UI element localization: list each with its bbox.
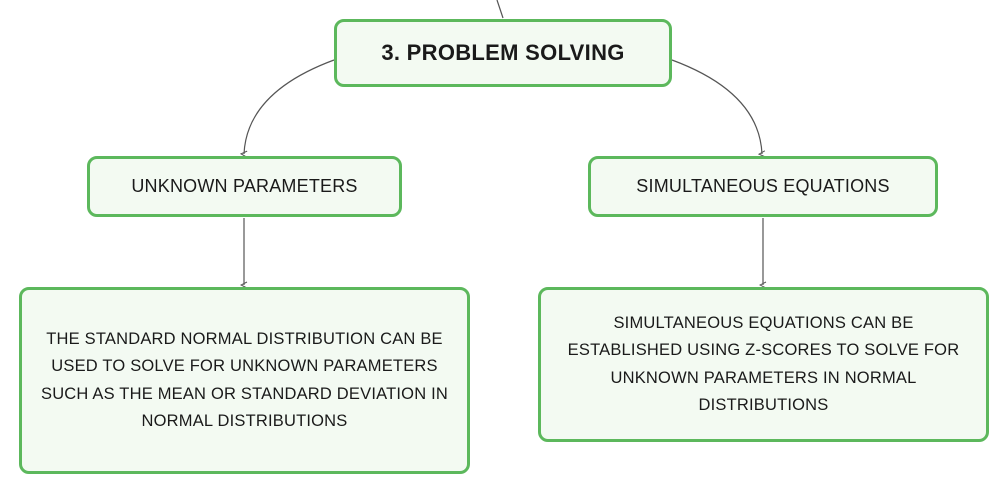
root-node: 3. PROBLEM SOLVING [334,19,672,87]
root-node-label: 3. PROBLEM SOLVING [381,40,625,65]
connector-root-to-simultaneous-equations [671,59,762,154]
detail-node-text: THE STANDARD NORMAL DISTRIBUTION CAN BE … [40,330,448,430]
incoming-connector [496,0,504,19]
detail-node-unknown-parameters: THE STANDARD NORMAL DISTRIBUTION CAN BE … [19,287,470,474]
detail-node-text: SIMULTANEOUS EQUATIONS CAN BE ESTABLISHE… [567,314,960,414]
connector-root-to-unknown-parameters [244,59,335,154]
branch-node-label: SIMULTANEOUS EQUATIONS [636,176,890,196]
branch-node-simultaneous-equations: SIMULTANEOUS EQUATIONS [588,156,938,217]
branch-node-unknown-parameters: UNKNOWN PARAMETERS [87,156,402,217]
branch-node-label: UNKNOWN PARAMETERS [131,176,358,196]
detail-node-simultaneous-equations: SIMULTANEOUS EQUATIONS CAN BE ESTABLISHE… [538,287,989,442]
